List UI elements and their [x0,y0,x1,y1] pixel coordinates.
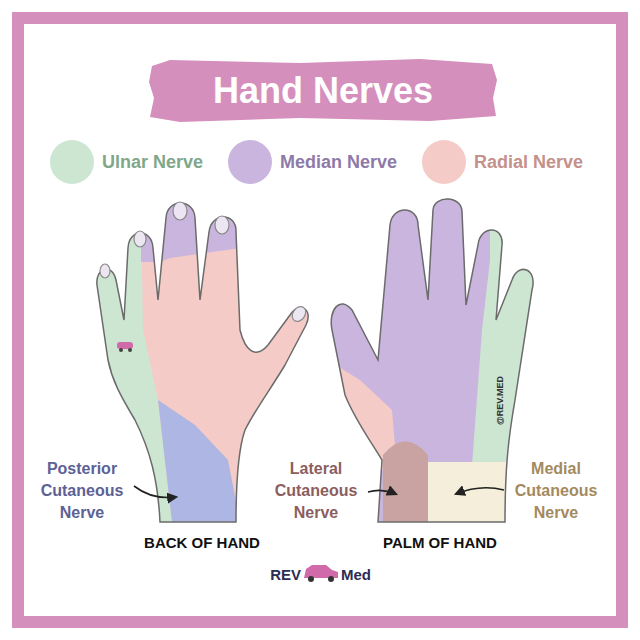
logo-text: Med [341,566,371,584]
fingernails [100,202,309,324]
watermark: @REV.MED [495,376,506,425]
legend-swatch [228,140,272,184]
leader-arrow [456,488,504,494]
palm-outline [331,199,533,522]
legend-swatch [422,140,466,184]
region-label: Lateral Cutaneous Nerve [266,458,366,524]
back-hand-regions [0,180,340,530]
view-caption: BACK OF HAND [102,534,302,552]
legend-swatch [50,140,94,184]
legend-text: Ulnar Nerve [102,152,203,173]
leader-arrow [368,490,396,494]
logo-text: REV [270,566,301,584]
back-hand-outline [97,203,308,522]
view-caption: PALM OF HAND [340,534,540,552]
region-label: Medial Cutaneous Nerve [506,458,606,524]
car-icon [117,342,133,352]
leader-arrow [134,486,176,498]
title-text: Hand Nerves [150,62,496,120]
title-banner [149,59,497,122]
logo-car [304,565,338,582]
region-label: Posterior Cutaneous Nerve [30,458,134,524]
legend-text: Radial Nerve [474,152,583,173]
palm-regions [320,180,560,530]
legend-text: Median Nerve [280,152,397,173]
